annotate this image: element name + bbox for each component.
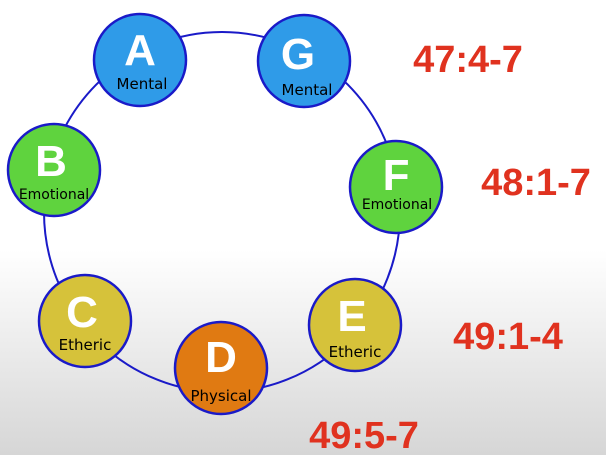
node-e: E Etheric (307, 277, 403, 373)
node-c-label: Etheric (59, 336, 112, 354)
node-a-circle (92, 12, 188, 108)
node-e-label: Etheric (329, 343, 382, 361)
node-a-label: Mental (117, 75, 168, 93)
node-g-letter: G (281, 30, 315, 79)
node-f: F Emotional (348, 139, 444, 235)
node-f-label: Emotional (362, 197, 432, 213)
node-e-letter: E (337, 292, 366, 341)
node-c: C Etheric (37, 273, 133, 369)
node-a-letter: A (124, 26, 156, 75)
ref-label-1: 47:4-7 (413, 39, 523, 81)
node-g-circle (256, 13, 352, 109)
node-e-circle (307, 277, 403, 373)
ref-label-2: 48:1-7 (481, 162, 591, 204)
node-b-circle (6, 122, 102, 218)
node-b: B Emotional (6, 122, 102, 218)
node-c-letter: C (66, 288, 98, 337)
node-g-label: Mental (282, 81, 333, 99)
node-f-circle (348, 139, 444, 235)
node-d: D Physical (173, 320, 269, 416)
node-b-label: Emotional (19, 187, 89, 203)
ref-label-4: 49:5-7 (309, 415, 419, 455)
node-f-letter: F (383, 151, 410, 200)
node-d-label: Physical (190, 387, 251, 405)
node-c-circle (37, 273, 133, 369)
node-d-letter: D (205, 333, 237, 382)
node-a: A Mental (92, 12, 188, 108)
node-g: G Mental (256, 13, 352, 109)
node-d-circle (173, 320, 269, 416)
node-b-letter: B (35, 137, 67, 186)
ref-label-3: 49:1-4 (453, 316, 563, 358)
